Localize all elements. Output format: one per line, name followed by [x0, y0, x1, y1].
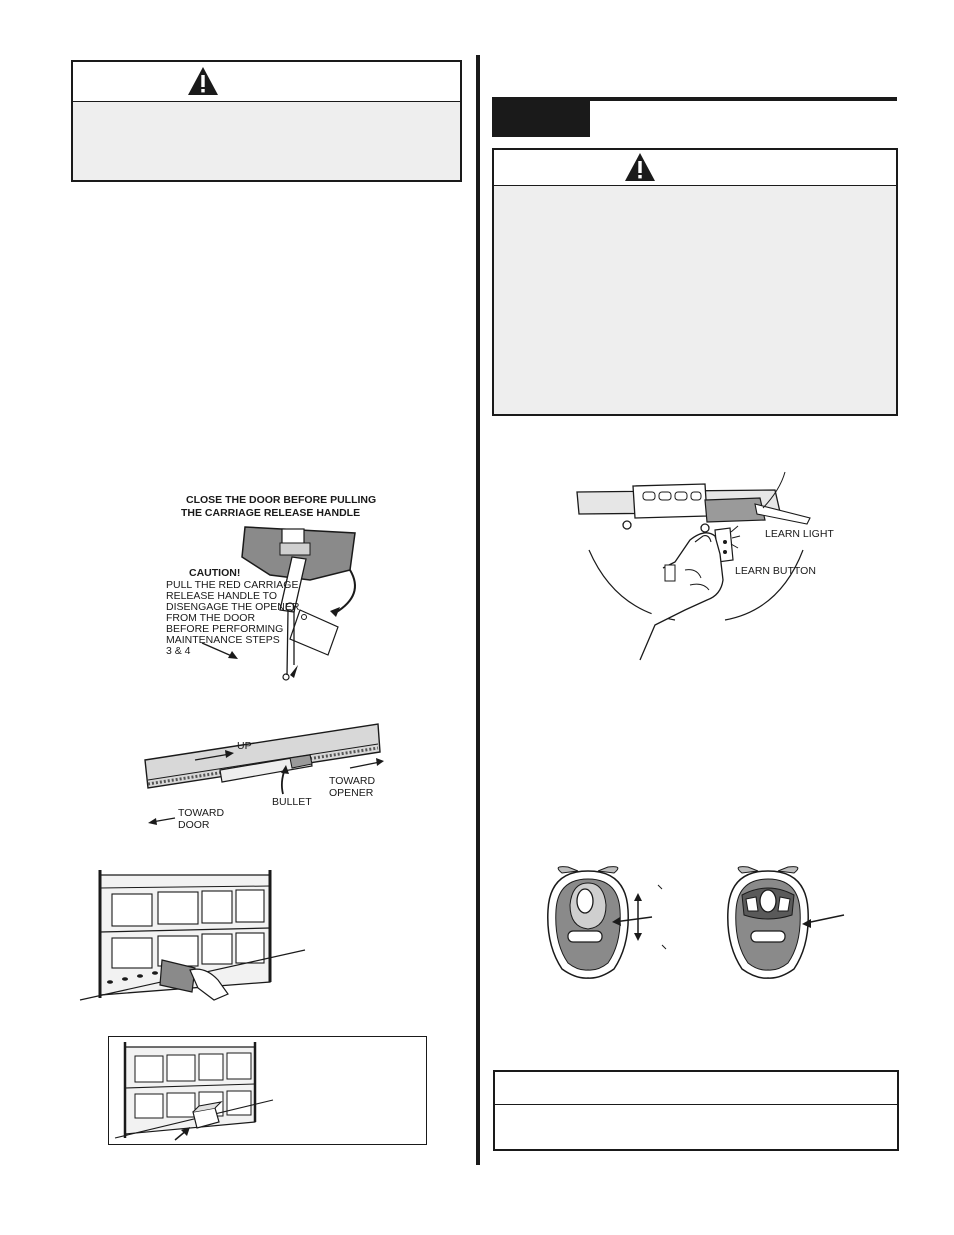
caution-line: PULL THE RED CARRIAGE	[166, 579, 299, 591]
warning-header	[73, 62, 460, 102]
caution-line: RELEASE HANDLE TO	[166, 590, 278, 602]
caution-line: 3 & 4	[166, 645, 191, 657]
remote-one-button-illustration	[547, 866, 667, 979]
rail-illustration	[144, 723, 384, 825]
door-block-illustration	[114, 1042, 274, 1141]
column-divider	[476, 55, 480, 1165]
section-rule	[492, 97, 897, 101]
up-label: UP	[237, 740, 252, 752]
toward-opener-label: OPENER	[329, 787, 374, 799]
door-test-figure-frame	[108, 1036, 427, 1145]
learn-button-illustration	[576, 471, 811, 661]
section-tab	[492, 97, 590, 137]
caution-line: FROM THE DOOR	[166, 612, 256, 624]
caution-line: MAINTENANCE STEPS	[166, 634, 280, 646]
warning-header	[494, 150, 896, 186]
garage-door-illustration	[79, 870, 306, 1001]
toward-door-label: TOWARD	[178, 807, 225, 819]
learn-button-label: LEARN BUTTON	[735, 565, 816, 577]
remote-three-button-illustration	[727, 866, 845, 979]
warning-box-left	[71, 60, 462, 182]
carriage-instruction-line2: THE CARRIAGE RELEASE HANDLE	[181, 507, 361, 519]
carriage-instruction-line1: CLOSE THE DOOR BEFORE PULLING	[186, 494, 377, 506]
notice-header-rule	[495, 1104, 897, 1105]
notice-box	[493, 1070, 899, 1151]
caution-line: DISENGAGE THE OPENER	[166, 601, 300, 613]
warning-triangle-icon	[625, 153, 655, 181]
caution-line: BEFORE PERFORMING	[166, 623, 284, 635]
caution-title: CAUTION!	[189, 567, 241, 579]
warning-triangle-icon	[188, 67, 218, 95]
bullet-label: BULLET	[272, 796, 312, 808]
warning-box-right	[492, 148, 898, 416]
toward-door-label: DOOR	[178, 819, 210, 831]
learn-light-label: LEARN LIGHT	[765, 528, 834, 540]
toward-opener-label: TOWARD	[329, 775, 376, 787]
carriage-release-illustration	[201, 526, 356, 681]
